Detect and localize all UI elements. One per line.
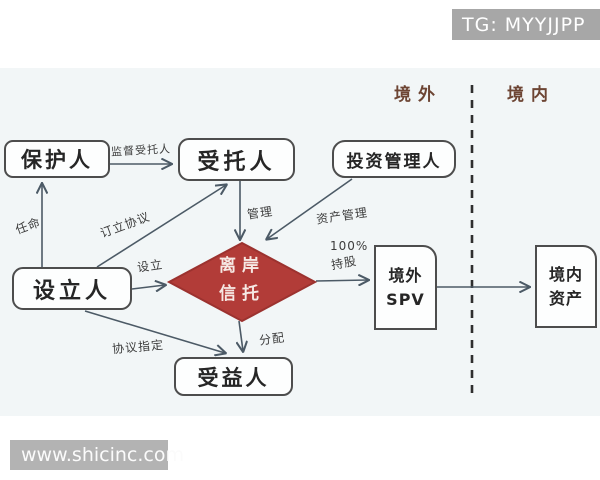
edge-label-supervise-trustee: 监督受托人 — [110, 142, 172, 159]
edge-asset-management-arrow — [267, 178, 353, 239]
site-watermark-text: www.shicinc.com — [21, 444, 184, 466]
telegram-handle-text: TG: MYYJJPP — [462, 13, 586, 36]
node-beneficiary-label: 受益人 — [197, 365, 270, 390]
node-investment-manager-label: 投资管理人 — [346, 151, 442, 172]
edge-agreement-arrow — [96, 185, 226, 268]
edge-distribute-arrow — [239, 320, 243, 351]
node-settlor: 设立人 — [12, 267, 132, 310]
edge-label-establish: 设立 — [136, 257, 164, 275]
diagram-panel — [0, 68, 600, 416]
edge-label-shareholding-pct: 100% — [330, 239, 369, 253]
edge-label-distribute: 分配 — [258, 330, 286, 348]
offshore-trust-line1: 离岸 — [219, 256, 265, 276]
edge-shareholding-arrow — [315, 280, 368, 281]
edge-establish-arrow — [131, 285, 165, 289]
region-label-onshore: 境内 — [507, 85, 555, 105]
node-onshore-assets: 境内 资产 — [535, 245, 597, 328]
node-trustee: 受托人 — [178, 138, 295, 181]
offshore-trust-line2: 信托 — [219, 284, 265, 305]
node-settlor-label: 设立人 — [32, 278, 111, 304]
edge-label-manage: 管理 — [246, 204, 274, 222]
node-offshore-spv: 境外 SPV — [374, 245, 437, 330]
site-watermark: www.shicinc.com — [10, 440, 184, 470]
region-label-offshore: 境外 — [394, 85, 442, 105]
node-beneficiary: 受益人 — [174, 357, 293, 396]
offshore-trust-label: 离岸 信托 — [196, 252, 288, 308]
edge-designate-arrow — [84, 310, 225, 353]
node-onshore-assets-line2: 资产 — [548, 288, 583, 308]
node-trustee-label: 受托人 — [197, 149, 276, 175]
offshore-trust-diamond — [166, 241, 318, 323]
telegram-watermark-badge: TG: MYYJJPP — [452, 9, 600, 40]
node-investment-manager: 投资管理人 — [332, 140, 456, 178]
node-protector-label: 保护人 — [21, 148, 93, 172]
node-offshore-spv-line2: SPV — [386, 289, 425, 309]
node-onshore-assets-line1: 境内 — [548, 264, 583, 284]
node-protector: 保护人 — [4, 140, 110, 178]
node-offshore-spv-line1: 境外 — [388, 265, 423, 285]
